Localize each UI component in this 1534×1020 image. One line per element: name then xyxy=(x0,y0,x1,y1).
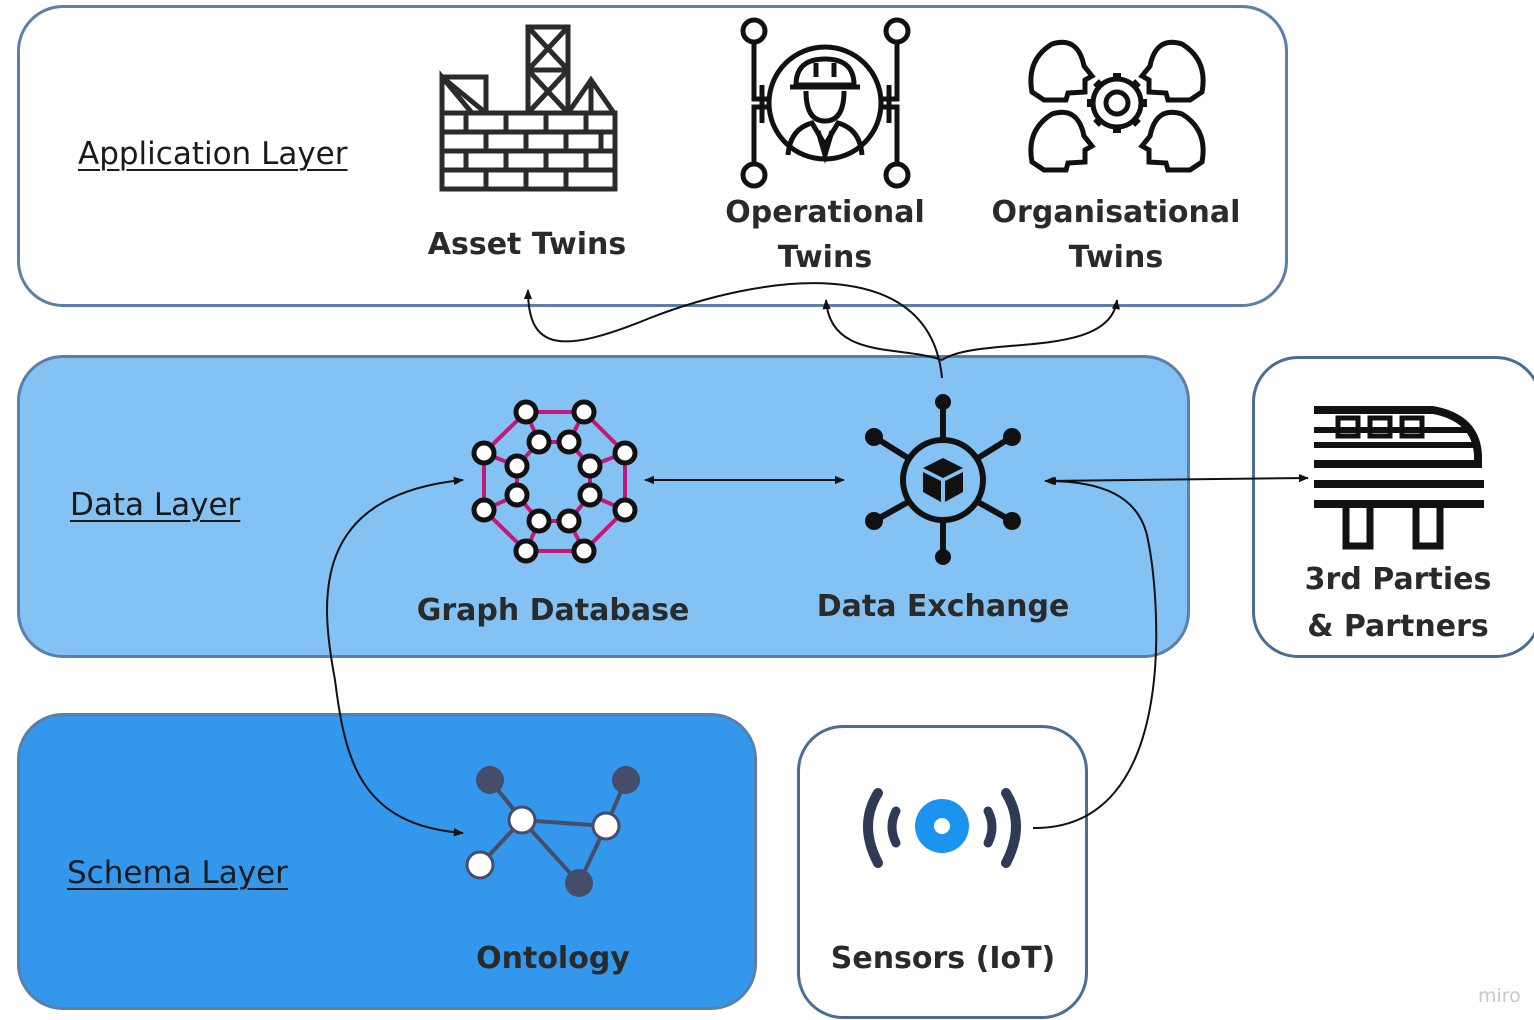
application-layer-box xyxy=(17,5,1288,307)
arrow-exchange-to-organisational-twins xyxy=(941,299,1121,361)
train-icon xyxy=(1314,406,1484,550)
third-parties-label-line1: 3rd Parties xyxy=(1304,562,1492,597)
application-layer-title: Application Layer xyxy=(78,136,348,172)
miro-watermark: miro xyxy=(1478,985,1521,1007)
worker-network-icon xyxy=(740,17,911,189)
third-parties-label-line2: & Partners xyxy=(1307,609,1489,644)
ontology-graph-icon xyxy=(465,766,640,897)
data-exchange-label: Data Exchange xyxy=(816,589,1070,624)
operational-twins-label-line1: Operational xyxy=(725,195,925,230)
hub-cube-icon xyxy=(865,394,1021,565)
data-layer-box xyxy=(17,355,1190,658)
sensors-label: Sensors (IoT) xyxy=(830,941,1056,976)
graph-database-label: Graph Database xyxy=(416,593,690,628)
organisational-twins-label-line2: Twins xyxy=(1068,240,1164,275)
operational-twins-label: Operational Twins xyxy=(705,190,945,280)
data-layer-title: Data Layer xyxy=(70,487,241,523)
organisational-twins-label: Organisational Twins xyxy=(976,190,1256,280)
third-parties-label: 3rd Parties & Partners xyxy=(1283,556,1513,650)
asset-twins-label: Asset Twins xyxy=(427,227,627,262)
factory-icon xyxy=(439,24,618,192)
schema-layer-title: Schema Layer xyxy=(67,855,288,891)
organisational-twins-label-line1: Organisational xyxy=(991,195,1241,230)
ontology-label: Ontology xyxy=(476,941,630,976)
operational-twins-label-line2: Twins xyxy=(777,240,873,275)
wireless-sensor-icon xyxy=(863,788,1021,868)
arrow-exchange-to-operational-twins xyxy=(822,299,943,361)
graph-network-icon xyxy=(471,399,638,564)
team-gear-icon xyxy=(1028,39,1206,173)
